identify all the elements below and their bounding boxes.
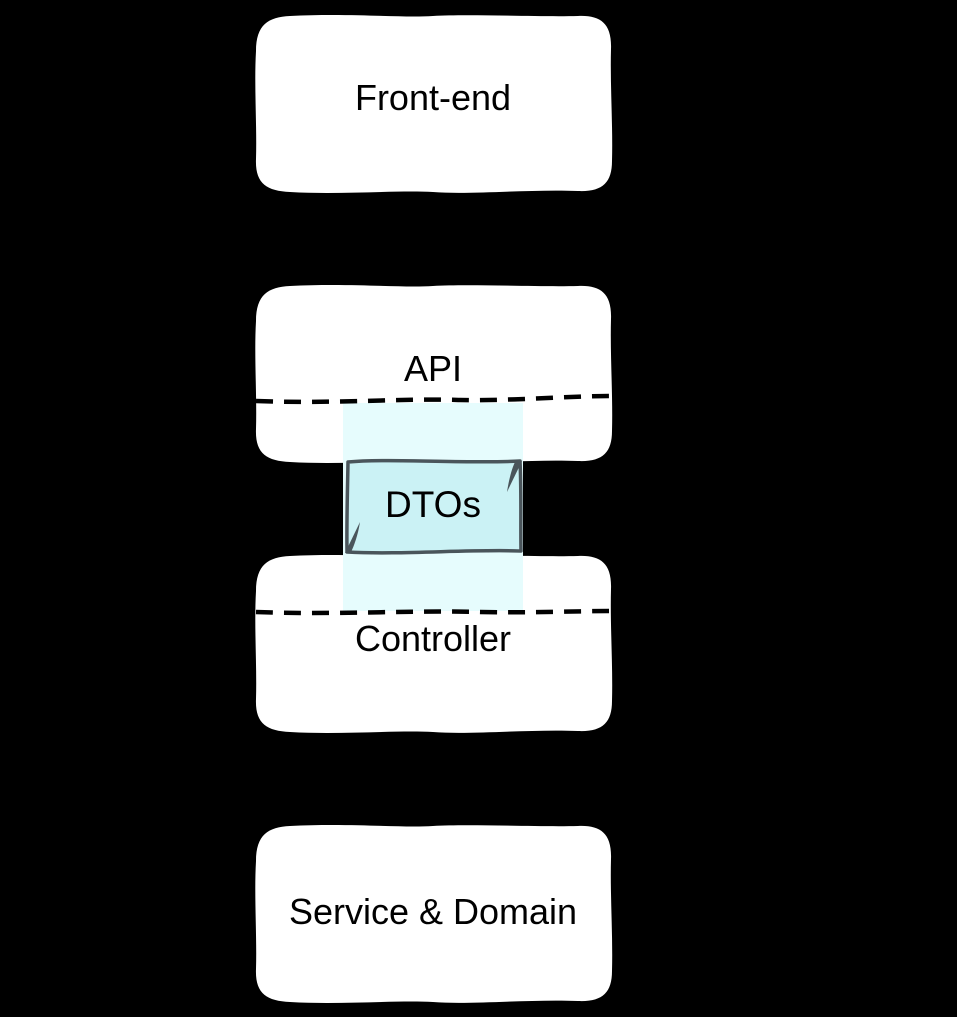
controller-label: Controller — [355, 618, 511, 659]
controller-dto-boundary-line — [255, 608, 612, 616]
api-label: API — [404, 348, 462, 389]
front-end-box-shape — [255, 15, 613, 193]
layer-service-domain: Service & Domain — [255, 825, 613, 1003]
service-domain-box-shape — [255, 825, 613, 1003]
dto-label: DTOs — [385, 484, 481, 525]
dto-border-hook-top-right — [507, 461, 522, 492]
layer-front-end: Front-end — [255, 15, 613, 193]
dto-overlay: DTOs — [345, 458, 523, 555]
dto-box-border — [345, 458, 523, 555]
service-domain-label: Service & Domain — [289, 891, 577, 932]
dto-box-fill — [346, 460, 521, 553]
dto-border-hook-bottom-left — [345, 522, 360, 553]
front-end-label: Front-end — [355, 77, 511, 118]
api-dto-boundary-line — [255, 393, 612, 405]
